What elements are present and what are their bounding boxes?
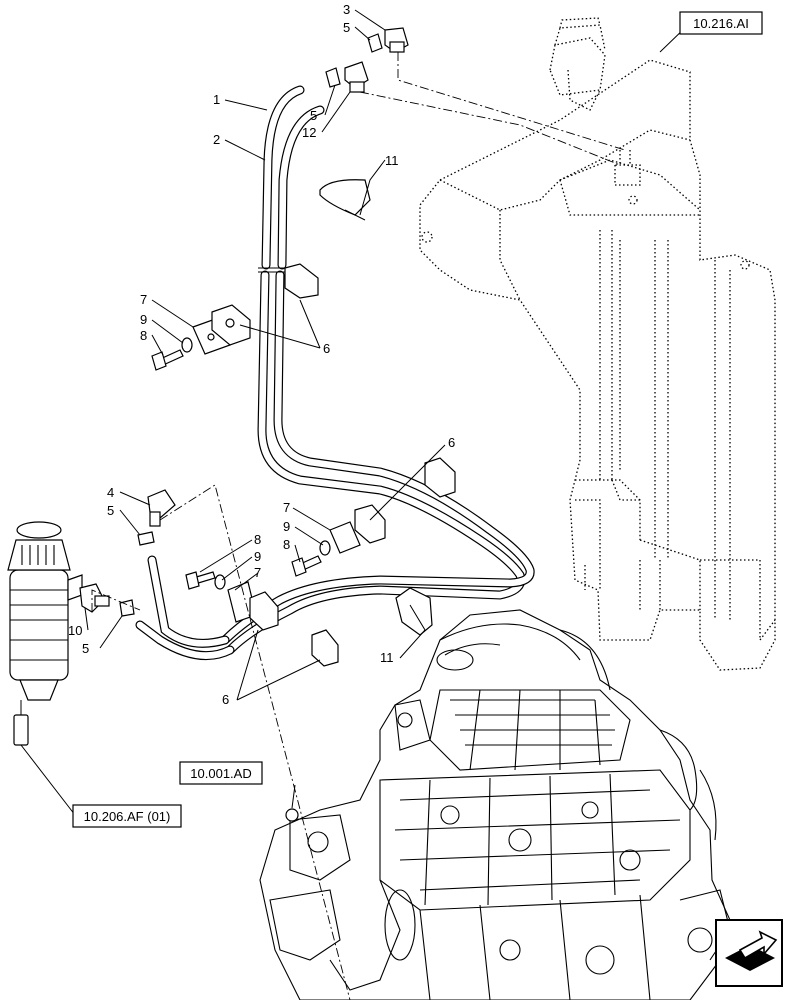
assembly-lines — [91, 52, 626, 1000]
reference-engine[interactable]: 10.001.AD — [179, 761, 263, 785]
callout-7: 7 — [283, 500, 290, 515]
callout-9: 9 — [254, 549, 261, 564]
callout-7: 7 — [254, 565, 261, 580]
ref-10-216-ai[interactable]: 10.216.AI — [693, 16, 749, 31]
callout-7: 7 — [140, 292, 147, 307]
next-page-arrow-icon[interactable] — [715, 919, 783, 987]
callout-5: 5 — [310, 108, 317, 123]
callout-4: 4 — [107, 485, 114, 500]
callout-5: 5 — [343, 20, 350, 35]
callout-8: 8 — [140, 328, 147, 343]
reference-filter[interactable]: 10.206.AF (01) — [72, 804, 182, 828]
reference-tank[interactable]: 10.216.AI — [679, 11, 763, 35]
callout-10: 10 — [68, 623, 82, 638]
callout-6: 6 — [448, 435, 455, 450]
callout-9: 9 — [283, 519, 290, 534]
callout-6: 6 — [323, 341, 330, 356]
callout-11: 11 — [380, 650, 394, 665]
callout-9: 9 — [140, 312, 147, 327]
fuel-tank — [419, 17, 776, 671]
ref-10-001-ad[interactable]: 10.001.AD — [190, 766, 251, 781]
callout-1: 1 — [213, 92, 220, 107]
callout-6: 6 — [222, 692, 229, 707]
callout-2: 2 — [213, 132, 220, 147]
leader-lines — [20, 9, 689, 816]
callout-11: 11 — [385, 153, 399, 168]
callout-12: 12 — [302, 125, 316, 140]
callout-8: 8 — [254, 532, 261, 547]
fittings — [79, 27, 456, 667]
ref-10-206-af-01[interactable]: 10.206.AF (01) — [84, 809, 171, 824]
engine-assembly — [259, 609, 731, 1000]
callout-5: 5 — [82, 641, 89, 656]
callout-5: 5 — [107, 503, 114, 518]
callout-8: 8 — [283, 537, 290, 552]
fuel-hoses — [135, 85, 535, 661]
fuel-filter — [7, 521, 83, 746]
callout-3: 3 — [343, 2, 350, 17]
callout-numbers: 3 5 1 5 12 2 11 7 9 8 6 4 5 6 7 9 8 8 9 … — [68, 2, 455, 707]
